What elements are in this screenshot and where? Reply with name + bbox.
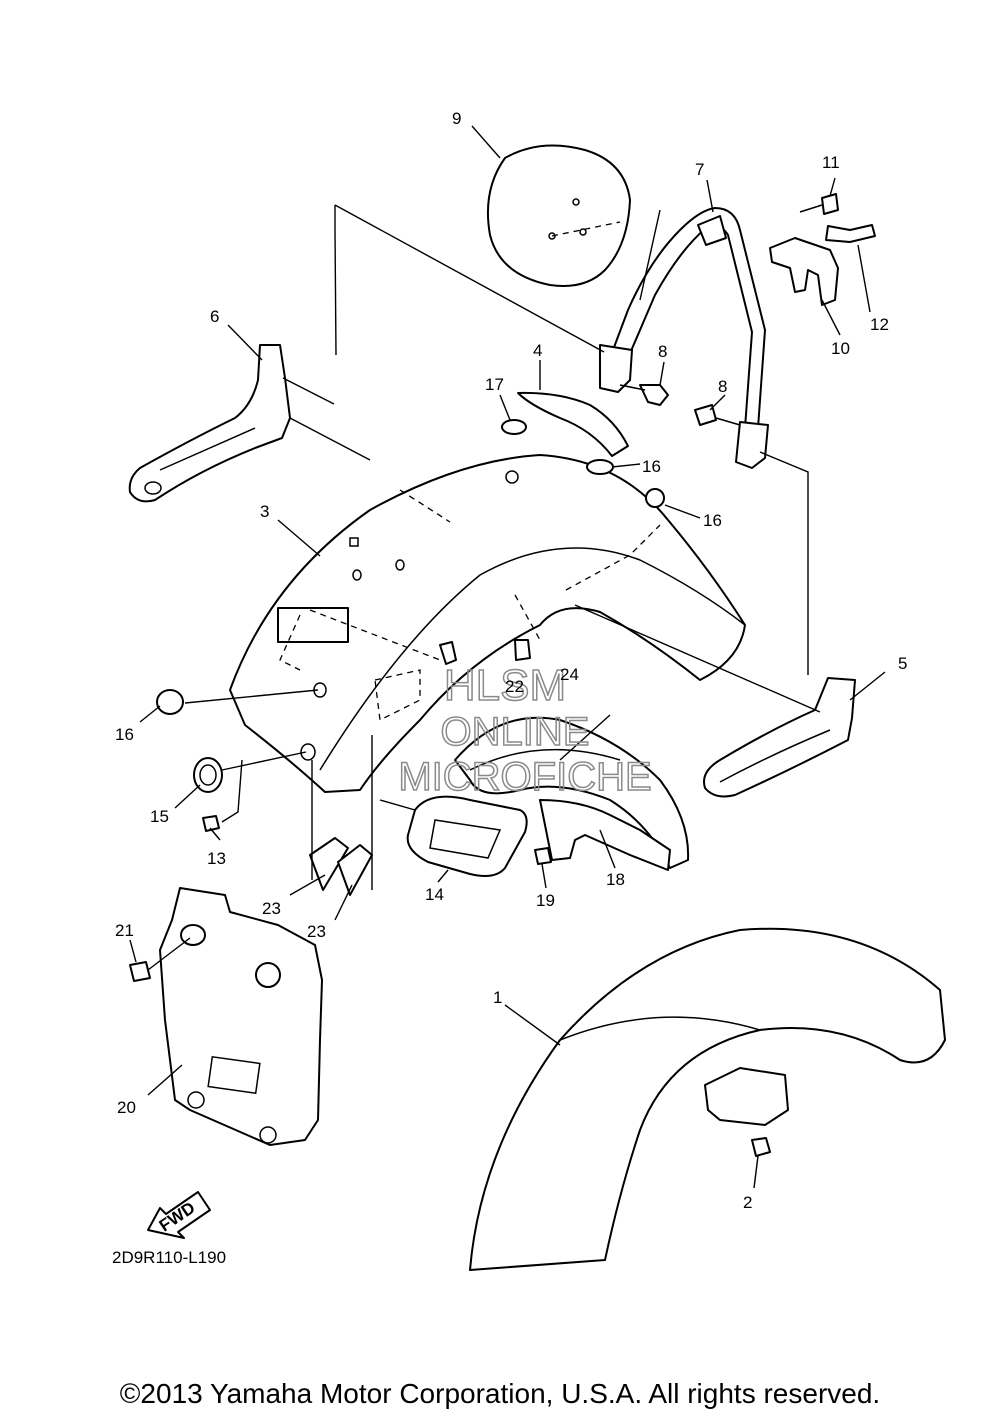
watermark-line-1: HLSM [444, 661, 566, 710]
front-fender[interactable] [469, 927, 946, 1271]
backrest-bar[interactable] [599, 207, 769, 469]
bolt-8-a[interactable] [619, 384, 669, 406]
rear-fender[interactable] [229, 454, 746, 793]
callout-23-b: 23 [307, 922, 326, 941]
callout-4: 4 [533, 341, 542, 360]
callout-20: 20 [117, 1098, 136, 1117]
diagram-code: 2D9R110-L190 [112, 1248, 226, 1267]
callout-11: 11 [822, 153, 840, 172]
callout-15: 15 [150, 807, 169, 826]
callout-23-a: 23 [262, 899, 281, 918]
callout-17: 17 [485, 375, 504, 394]
forward-arrow-icon: FWD [147, 1191, 211, 1239]
callout-8-a: 8 [658, 342, 667, 361]
callout-6: 6 [210, 307, 219, 326]
bolt-13[interactable] [202, 815, 220, 832]
callout-13: 13 [207, 849, 226, 868]
callout-9: 9 [452, 109, 461, 128]
callout-16-b: 16 [703, 511, 722, 530]
callout-leaders [129, 125, 886, 1189]
tail-light-lens[interactable] [406, 795, 528, 877]
assembly-lines [147, 204, 821, 971]
cap-15[interactable] [193, 757, 223, 793]
callout-22: 22 [505, 677, 524, 696]
callout-24: 24 [560, 665, 579, 684]
bracket-assembly[interactable] [769, 193, 876, 306]
callout-7: 7 [695, 160, 704, 179]
watermark-line-3: MICROFICHE [398, 755, 651, 799]
callout-14: 14 [425, 885, 444, 904]
callout-19: 19 [536, 891, 555, 910]
callout-21: 21 [115, 921, 134, 940]
callout-labels: 1 2 3 4 5 6 7 8 8 9 10 11 12 13 14 15 16… [115, 109, 907, 1212]
side-stay-right[interactable] [703, 677, 856, 798]
callout-16-a: 16 [642, 457, 661, 476]
callout-16-c: 16 [115, 725, 134, 744]
grommet-16-c[interactable] [156, 689, 184, 715]
bolt-8-b[interactable] [694, 404, 741, 426]
side-stay-left[interactable] [128, 344, 291, 503]
bolt-19[interactable] [534, 847, 552, 865]
watermark: HLSM ONLINE MICROFICHE [398, 660, 653, 800]
backrest-pad[interactable] [486, 144, 631, 287]
callout-12: 12 [870, 315, 889, 334]
grommet-16-a[interactable] [586, 459, 614, 475]
callout-2: 2 [743, 1193, 752, 1212]
emblem[interactable] [517, 391, 629, 457]
copyright-notice: ©2013 Yamaha Motor Corporation, U.S.A. A… [119, 1378, 881, 1409]
inner-fender[interactable] [454, 716, 690, 869]
watermark-line-2: ONLINE [441, 710, 590, 754]
inner-fender-bracket[interactable] [539, 799, 671, 871]
callout-8-b: 8 [718, 377, 727, 396]
bolt-21[interactable] [129, 961, 151, 982]
callout-18: 18 [606, 870, 625, 889]
callout-3: 3 [260, 502, 269, 521]
grommet-17[interactable] [501, 419, 527, 435]
callout-10: 10 [831, 339, 850, 358]
wire-clamp-22[interactable] [514, 639, 531, 661]
grommet-16-b[interactable] [645, 488, 665, 508]
callout-5: 5 [898, 654, 907, 673]
license-bracket[interactable] [159, 887, 323, 1146]
callout-1: 1 [493, 988, 502, 1007]
